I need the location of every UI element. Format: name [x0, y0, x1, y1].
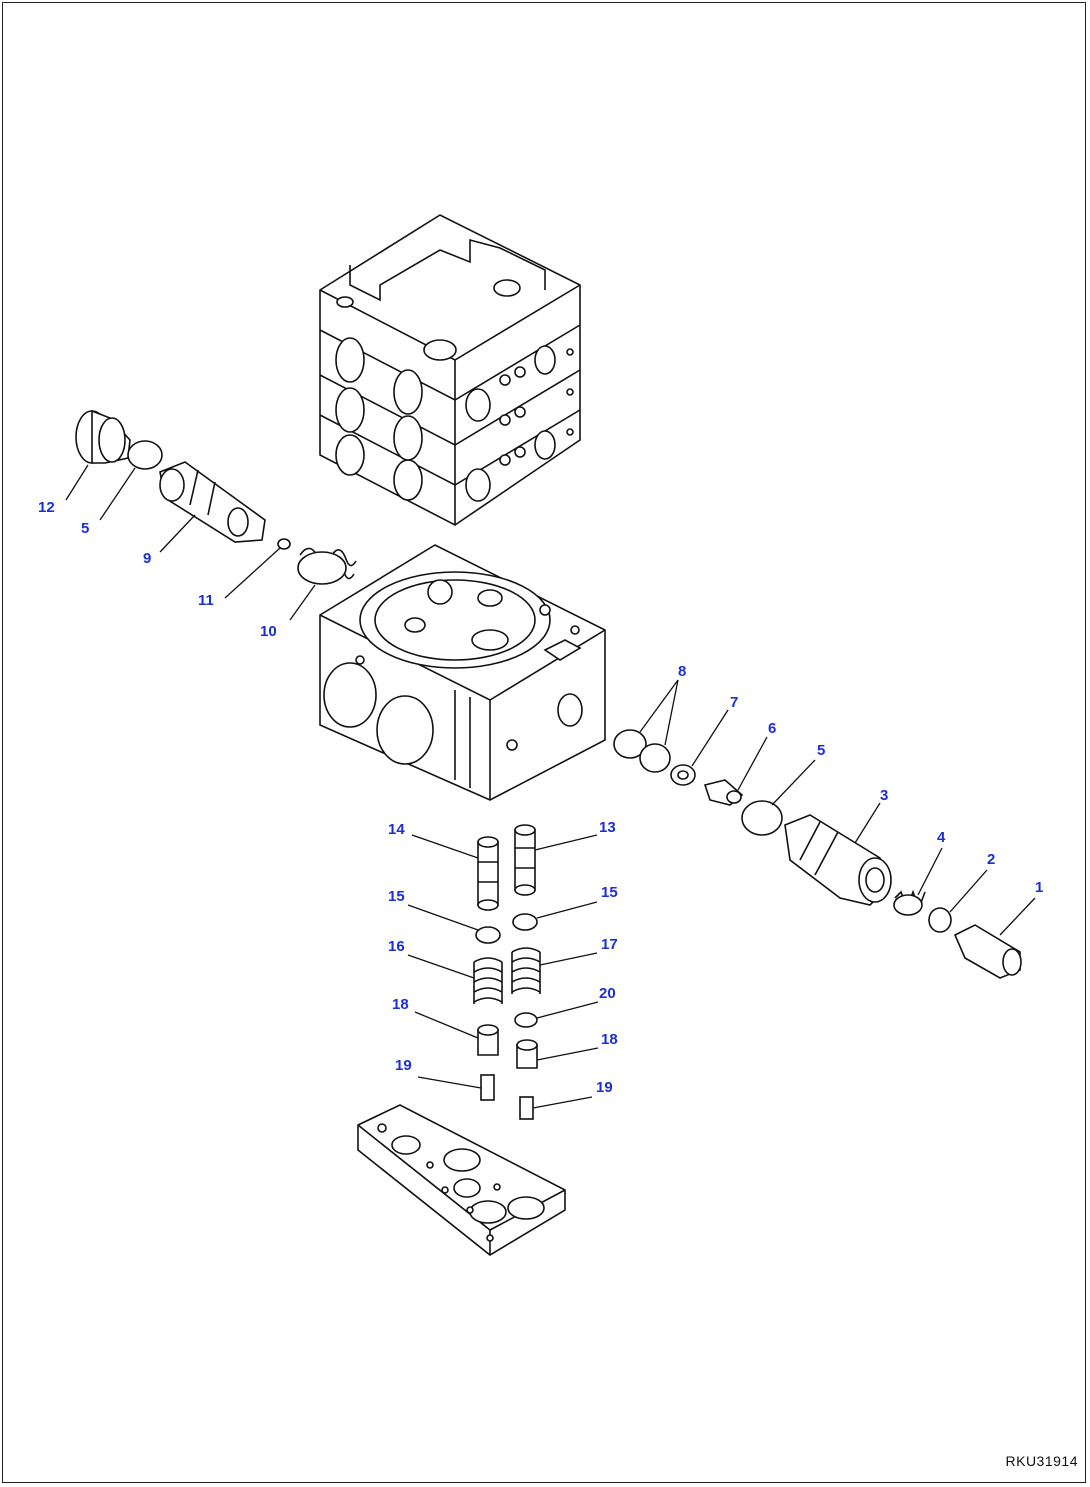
- spring-16: [473, 957, 503, 1004]
- spool-14: [477, 836, 499, 911]
- relief-plug-12: [75, 409, 131, 464]
- callout-6: 6: [768, 720, 776, 737]
- spool-13: [514, 824, 536, 896]
- callout-3: 3: [880, 787, 888, 804]
- callout-10: 10: [260, 623, 277, 640]
- ring-11: [277, 538, 291, 550]
- seat-15-left: [475, 926, 501, 944]
- spring-4: [893, 889, 926, 916]
- callout-13: 13: [599, 819, 616, 836]
- callout-16: 16: [388, 938, 405, 955]
- plug-1: [953, 924, 1022, 979]
- seat-15-right: [512, 913, 538, 931]
- spring-17: [511, 947, 541, 994]
- washer-7: [670, 764, 696, 786]
- pin-19-left: [480, 1074, 495, 1101]
- callout-18-left: 18: [392, 996, 409, 1013]
- retainer-18-right: [516, 1039, 538, 1069]
- leader-lines: [65, 464, 1036, 1109]
- callout-7: 7: [730, 694, 738, 711]
- callout-20: 20: [599, 985, 616, 1002]
- bottom-cover-plate: [357, 1104, 566, 1256]
- callout-12: 12: [38, 499, 55, 516]
- callout-4: 4: [937, 829, 946, 846]
- callout-2: 2: [987, 851, 995, 868]
- callout-18-right: 18: [601, 1031, 618, 1048]
- callout-1: 1: [1035, 879, 1043, 896]
- o-ring-5-left: [127, 440, 163, 470]
- callout-5-right: 5: [817, 742, 825, 759]
- o-rings-8: [613, 729, 671, 773]
- callout-5-left: 5: [81, 520, 89, 537]
- o-ring-2: [928, 907, 952, 933]
- upper-valve-stack: [319, 214, 581, 526]
- main-valve-body: [319, 544, 606, 801]
- callout-19-left: 19: [395, 1057, 412, 1074]
- callout-14: 14: [388, 821, 405, 838]
- spring-10: [297, 547, 357, 585]
- valve-sleeve-9: [159, 461, 266, 543]
- pin-19-right: [519, 1096, 534, 1120]
- ring-20: [514, 1012, 538, 1028]
- callout-17: 17: [601, 936, 618, 953]
- valve-body-3: [784, 814, 892, 906]
- retainer-18-left: [477, 1024, 499, 1056]
- callout-15-right: 15: [601, 884, 618, 901]
- callout-19-right: 19: [596, 1079, 613, 1096]
- drawing-code: RKU31914: [1005, 1453, 1078, 1469]
- o-ring-5-right: [741, 800, 783, 836]
- callout-15-left: 15: [388, 888, 405, 905]
- callout-9: 9: [143, 550, 151, 567]
- callout-8: 8: [678, 663, 686, 680]
- fitting-6: [703, 779, 744, 806]
- callout-11: 11: [198, 592, 214, 609]
